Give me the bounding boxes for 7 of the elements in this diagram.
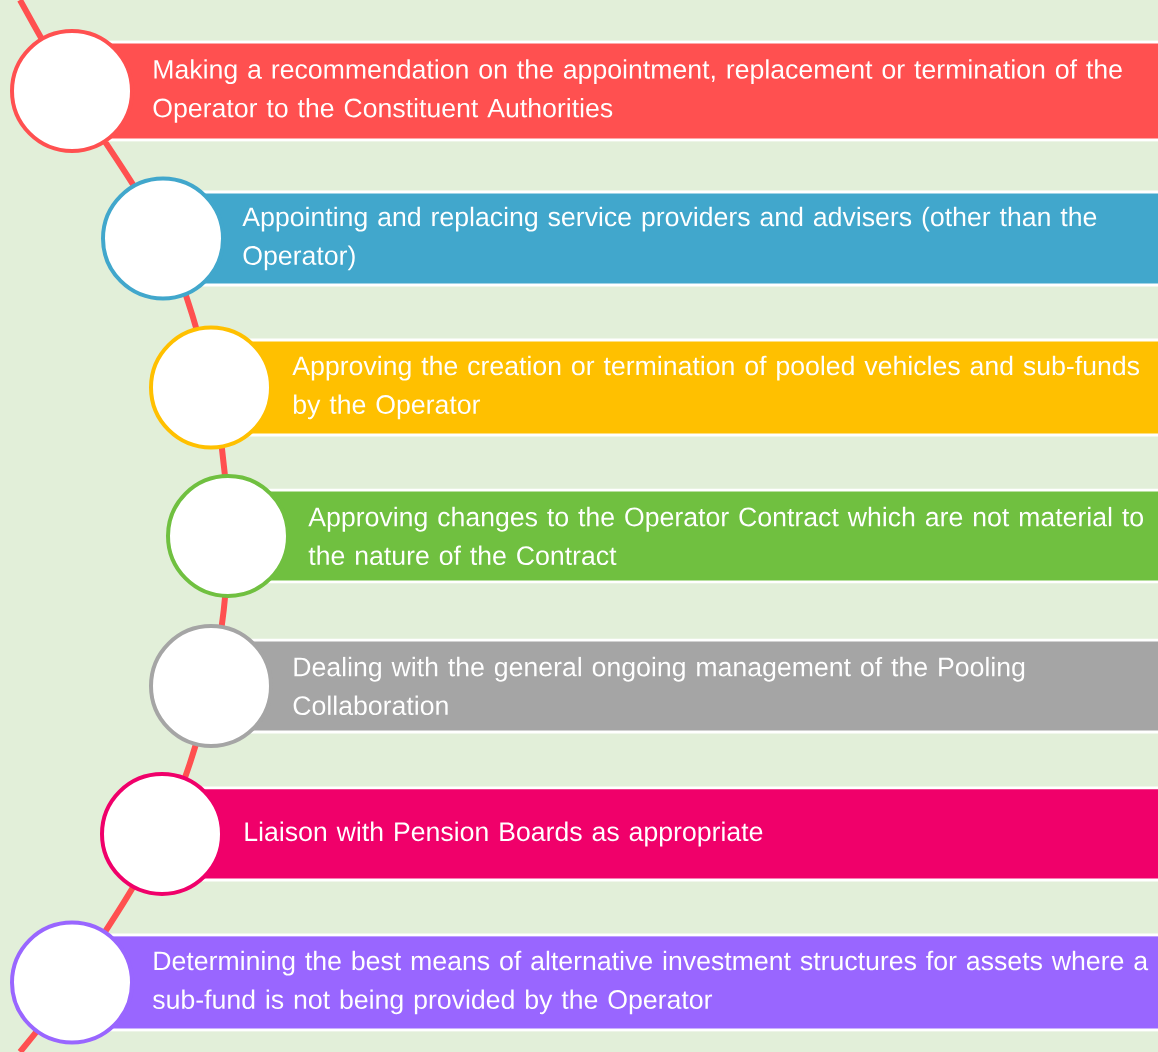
process-band: Making a recommendation on the appointment, replacement or termination of the Operator to the Constituent Authorities	[10, 29, 1158, 153]
process-band: Appointing and replacing service providers and advisers (other than the Operator)	[101, 176, 1158, 301]
process-band: Liaison with Pension Boards as appropriate	[100, 772, 1158, 896]
process-band: Approving the creation or termination of pooled vehicles and sub-funds by the Operator	[149, 325, 1158, 450]
process-band: Approving changes to the Operator Contract which are not material to the nature of the Contract	[166, 474, 1158, 598]
process-band: Dealing with the general ongoing management of the Pooling Collaboration	[149, 624, 1158, 748]
process-band: Determining the best means of alternative investment structures for assets where a sub-fund is not being provided by the Operator	[10, 920, 1158, 1045]
